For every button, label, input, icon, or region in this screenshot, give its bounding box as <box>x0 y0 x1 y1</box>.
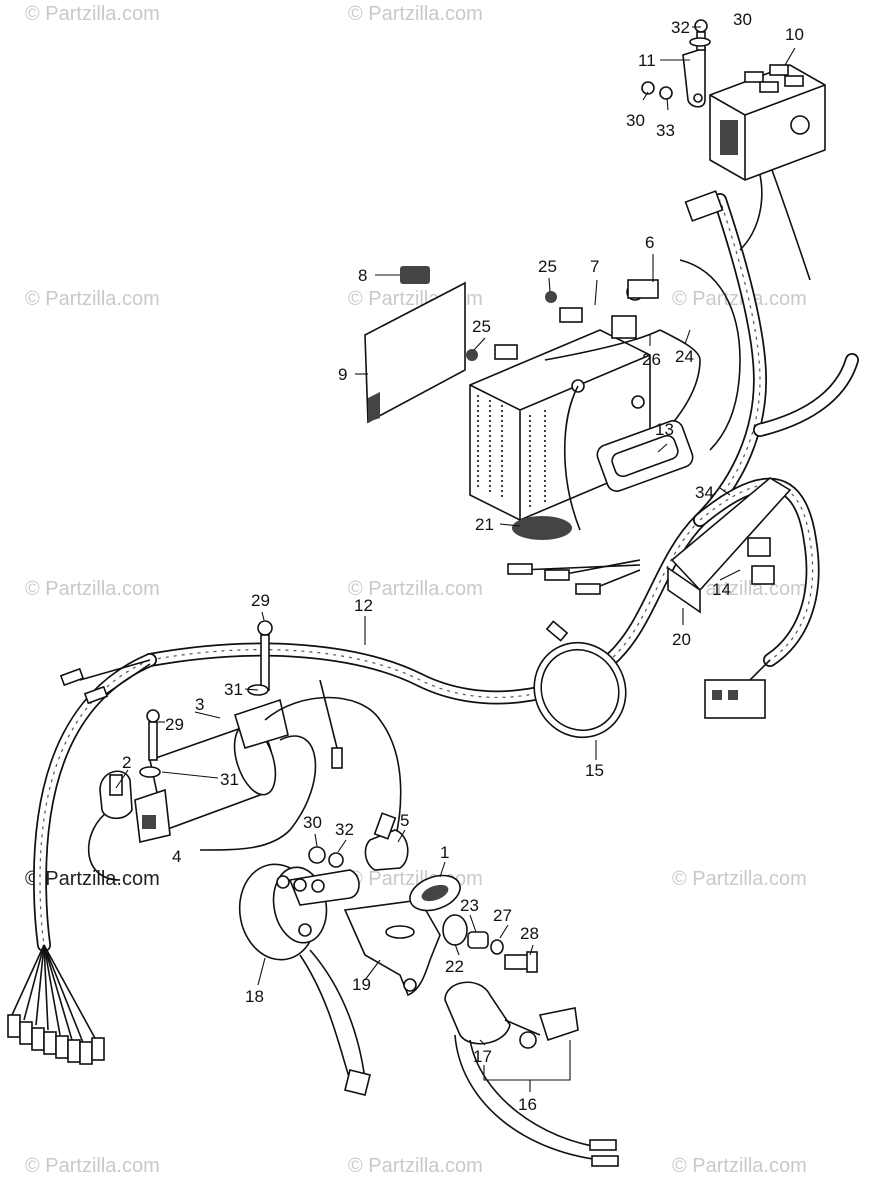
callout-4: 4 <box>172 847 181 866</box>
callout-17: 17 <box>473 1047 492 1066</box>
horn <box>238 863 371 1096</box>
harness-band <box>533 620 627 739</box>
watermark: © Partzilla.com <box>25 868 160 890</box>
callout-5: 5 <box>400 811 409 830</box>
watermark: © Partzilla.com <box>25 578 160 600</box>
fuse-box-bracket <box>641 19 711 108</box>
watermark: © Partzilla.com <box>25 1155 160 1177</box>
callout-labels: 30 32 10 11 30 33 6 25 7 8 25 26 24 9 13… <box>122 10 804 1114</box>
callout-14: 14 <box>712 580 731 599</box>
callout-34: 34 <box>695 483 714 502</box>
horn-bracket <box>343 899 441 997</box>
callout-1: 1 <box>440 843 449 862</box>
fuse-box <box>684 64 826 281</box>
battery-cables <box>544 259 741 531</box>
callout-25: 25 <box>472 317 491 336</box>
callout-22: 22 <box>445 957 464 976</box>
callout-26: 26 <box>642 350 661 369</box>
main-wire-harness <box>7 193 859 1065</box>
callout-30: 30 <box>626 111 645 130</box>
callout-30: 30 <box>733 10 752 29</box>
battery-cover <box>364 281 466 424</box>
callout-10: 10 <box>785 25 804 44</box>
ignition-coil <box>87 620 402 881</box>
watermark: © Partzilla.com <box>672 288 807 310</box>
watermark: © Partzilla.com <box>348 3 483 25</box>
grommet <box>409 874 461 912</box>
spark-plug-cap <box>99 770 133 820</box>
callout-29: 29 <box>251 591 270 610</box>
callout-33: 33 <box>656 121 675 140</box>
watermark: © Partzilla.com <box>348 1155 483 1177</box>
callout-29: 29 <box>165 715 184 734</box>
watermark: © Partzilla.com <box>672 1155 807 1177</box>
callout-25: 25 <box>538 257 557 276</box>
watermark: © Partzilla.com <box>348 578 483 600</box>
regulator <box>667 477 792 614</box>
callout-18: 18 <box>245 987 264 1006</box>
callout-12: 12 <box>354 596 373 615</box>
callout-32: 32 <box>671 18 690 37</box>
callout-27: 27 <box>493 906 512 925</box>
cover-clip <box>400 266 430 284</box>
callout-23: 23 <box>460 896 479 915</box>
callout-30: 30 <box>303 813 322 832</box>
callout-6: 6 <box>645 233 654 252</box>
watermark: © Partzilla.com <box>25 3 160 25</box>
callout-20: 20 <box>672 630 691 649</box>
callout-24: 24 <box>675 347 694 366</box>
watermark: © Partzilla.com <box>672 868 807 890</box>
leader-lines <box>115 26 796 1092</box>
callout-9: 9 <box>338 365 347 384</box>
callout-11: 11 <box>638 51 656 70</box>
callout-13: 13 <box>655 420 674 439</box>
callout-31: 31 <box>220 770 239 789</box>
callout-21: 21 <box>475 515 494 534</box>
callout-3: 3 <box>195 695 204 714</box>
callout-32: 32 <box>335 820 354 839</box>
callout-19: 19 <box>352 975 371 994</box>
watermark: © Partzilla.com <box>25 288 160 310</box>
callout-8: 8 <box>358 266 367 285</box>
callout-7: 7 <box>590 257 599 276</box>
callout-16: 16 <box>518 1095 537 1114</box>
callout-15: 15 <box>585 761 604 780</box>
mounting-hardware <box>308 846 538 973</box>
plug-cap-5 <box>364 812 409 871</box>
callout-28: 28 <box>520 924 539 943</box>
nuts-25 <box>466 291 557 361</box>
callout-31: 31 <box>224 680 243 699</box>
callout-2: 2 <box>122 753 131 772</box>
switch-assembly <box>444 981 619 1167</box>
